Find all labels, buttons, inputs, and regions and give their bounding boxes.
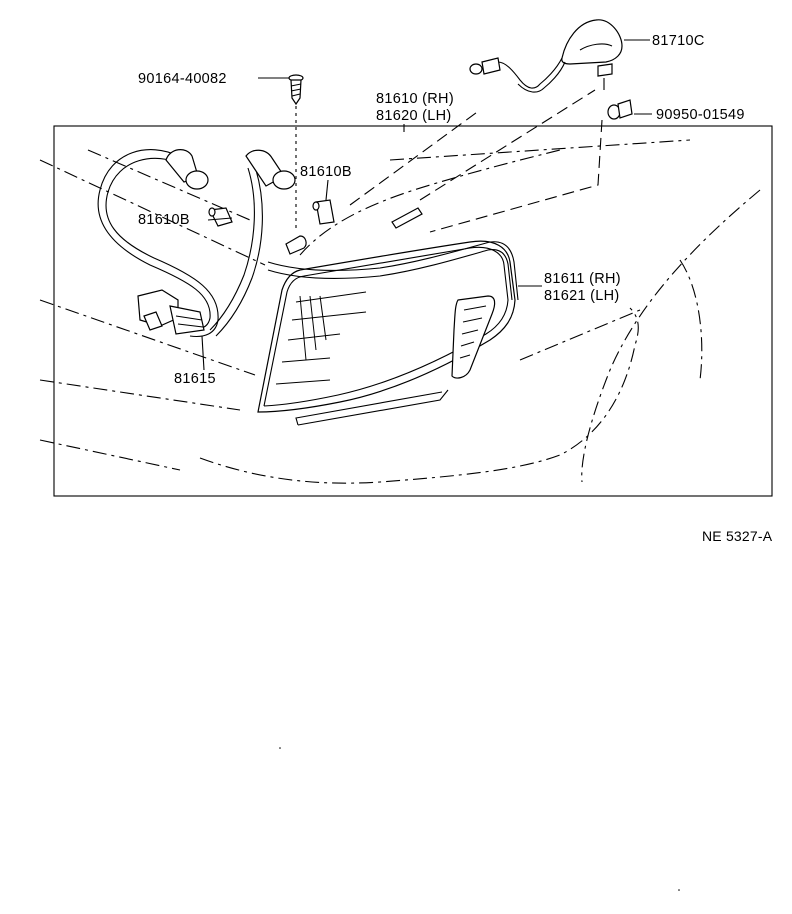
label-socket-left: 81610B (138, 212, 190, 228)
label-screw: 90164-40082 (138, 71, 227, 87)
label-small-bulb: 90950-01549 (656, 107, 745, 123)
scan-dot (279, 747, 281, 749)
label-side-marker: 81710C (652, 33, 705, 49)
screw-part (288, 74, 304, 230)
label-lamp-rh: 81610 (RH) (376, 91, 454, 107)
lamp-guide-line-2 (419, 89, 596, 201)
corner-lamp (257, 240, 516, 426)
lens-gasket (267, 241, 519, 301)
label-lens-rh: 81611 (RH) (544, 271, 621, 287)
right-bulb-socket (245, 149, 335, 255)
side-marker-lamp (469, 19, 623, 93)
label-lamp-lh: 81620 (LH) (376, 108, 452, 124)
diagram-frame (53, 125, 773, 497)
label-lens-lh: 81621 (LH) (544, 288, 620, 304)
lamp-guide-line (349, 109, 481, 206)
label-socket-right: 81610B (300, 164, 352, 180)
marker-slot (391, 207, 423, 229)
leader-lines (201, 39, 652, 371)
scan-dot (678, 889, 680, 891)
wiring-harness (97, 149, 263, 338)
small-bulb (429, 99, 633, 233)
label-harness: 81615 (174, 371, 216, 387)
left-bulb-socket (165, 149, 233, 227)
reference-code: NE 5327-A (702, 528, 773, 544)
